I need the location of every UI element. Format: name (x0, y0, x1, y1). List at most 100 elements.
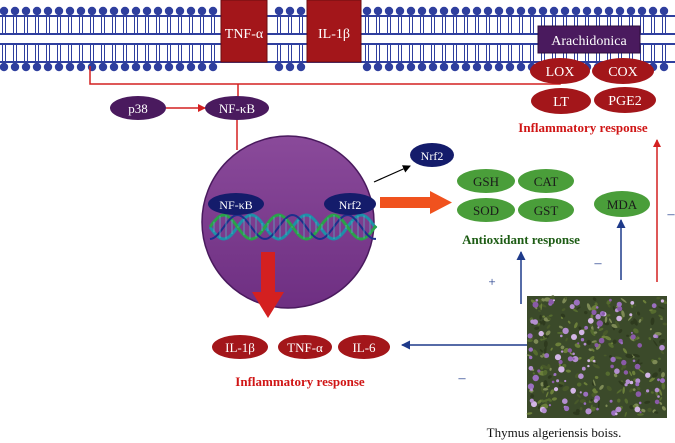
leaf (661, 382, 666, 390)
dna-strand (209, 213, 376, 241)
cox-ellipse: COX (592, 58, 654, 84)
lipid-head (274, 6, 284, 16)
flower (630, 334, 636, 340)
flower (562, 327, 569, 335)
leaf (588, 348, 593, 352)
flower (614, 368, 620, 375)
lower-tnf-shape (278, 335, 332, 359)
leaf (605, 404, 608, 408)
leaf (642, 299, 647, 304)
leaf (650, 317, 655, 326)
leaf (628, 316, 633, 321)
flower (573, 299, 580, 306)
leaf (560, 345, 565, 350)
leaf (572, 308, 578, 313)
leaf (537, 399, 543, 404)
leaf (590, 329, 596, 336)
lipid-head (439, 6, 449, 16)
leaf (597, 400, 600, 409)
lipid-head (98, 62, 108, 72)
lipid-head (120, 62, 130, 72)
lipid-head (296, 6, 306, 16)
flower (629, 313, 633, 317)
flower (587, 364, 590, 368)
leaf (583, 382, 588, 386)
cox-label: COX (608, 65, 638, 80)
lipid-head (21, 6, 31, 16)
flower (564, 405, 570, 412)
flower (634, 363, 641, 370)
leaf (592, 388, 597, 393)
leaf (541, 337, 548, 341)
flower (635, 382, 640, 387)
leaf (594, 375, 599, 379)
thymus-plant-photo (526, 295, 668, 418)
leaf (593, 331, 598, 334)
il1-membrane-label: IL-1β (318, 27, 350, 42)
lipid-head (560, 6, 570, 16)
leaf (603, 321, 610, 326)
leaf (647, 407, 652, 413)
lipid-head (208, 62, 218, 72)
nucleus-nfkb-label: NF-κB (219, 198, 252, 212)
lipid-head (186, 62, 196, 72)
leaf (530, 394, 535, 399)
lipid-head (32, 6, 42, 16)
lipid-head (384, 6, 394, 16)
flower (528, 347, 533, 352)
leaf (556, 331, 564, 334)
flower (610, 364, 614, 369)
leaf (620, 298, 627, 303)
leaf (542, 398, 550, 403)
lipid-head (483, 62, 493, 72)
flower (529, 398, 534, 403)
flower (580, 338, 585, 342)
lipid-head (472, 6, 482, 16)
lipid-head (527, 6, 537, 16)
leaf (632, 353, 640, 358)
flower (527, 383, 535, 390)
flower (646, 389, 650, 393)
lt-ellipse: LT (531, 88, 591, 114)
flower (635, 391, 642, 397)
lipid-head (395, 6, 405, 16)
lipid-head (549, 6, 559, 16)
leaf (629, 371, 632, 377)
leaf (660, 318, 663, 320)
leaf (605, 314, 611, 317)
nrf2-outside-ellipse: Nrf2 (410, 143, 454, 167)
arachidonica-label: Arachidonica (551, 34, 627, 49)
mda-ellipse: MDA (594, 191, 650, 217)
nucleus: NF-κB Nrf2 (201, 135, 378, 309)
flower (541, 408, 547, 414)
leaf (618, 380, 625, 386)
lt-shape (531, 88, 591, 114)
il1-receptor-rect (306, 0, 362, 63)
lipid-head (120, 6, 130, 16)
leaf (644, 392, 647, 395)
lipid-head (10, 6, 20, 16)
lipid-head (648, 6, 658, 16)
flower (637, 343, 642, 348)
lipid-head (10, 62, 20, 72)
leaf (545, 391, 549, 398)
flower (553, 387, 559, 392)
leaf (616, 389, 622, 394)
p38-shape (110, 96, 166, 120)
leaf (598, 327, 604, 331)
lipid-head (65, 6, 75, 16)
plant-foliage (526, 295, 668, 417)
leaf (652, 359, 658, 365)
leaf (625, 353, 634, 359)
leaf (659, 396, 663, 401)
flower (560, 334, 563, 338)
lipid-head (659, 6, 669, 16)
leaf (578, 357, 582, 360)
flower (629, 380, 634, 385)
leaf (550, 347, 553, 351)
flower (571, 334, 577, 340)
lower-il6-label: IL-6 (352, 340, 376, 355)
red-arrow-shaft (261, 252, 275, 294)
lipid-head (450, 6, 460, 16)
lipid-head (604, 6, 614, 16)
